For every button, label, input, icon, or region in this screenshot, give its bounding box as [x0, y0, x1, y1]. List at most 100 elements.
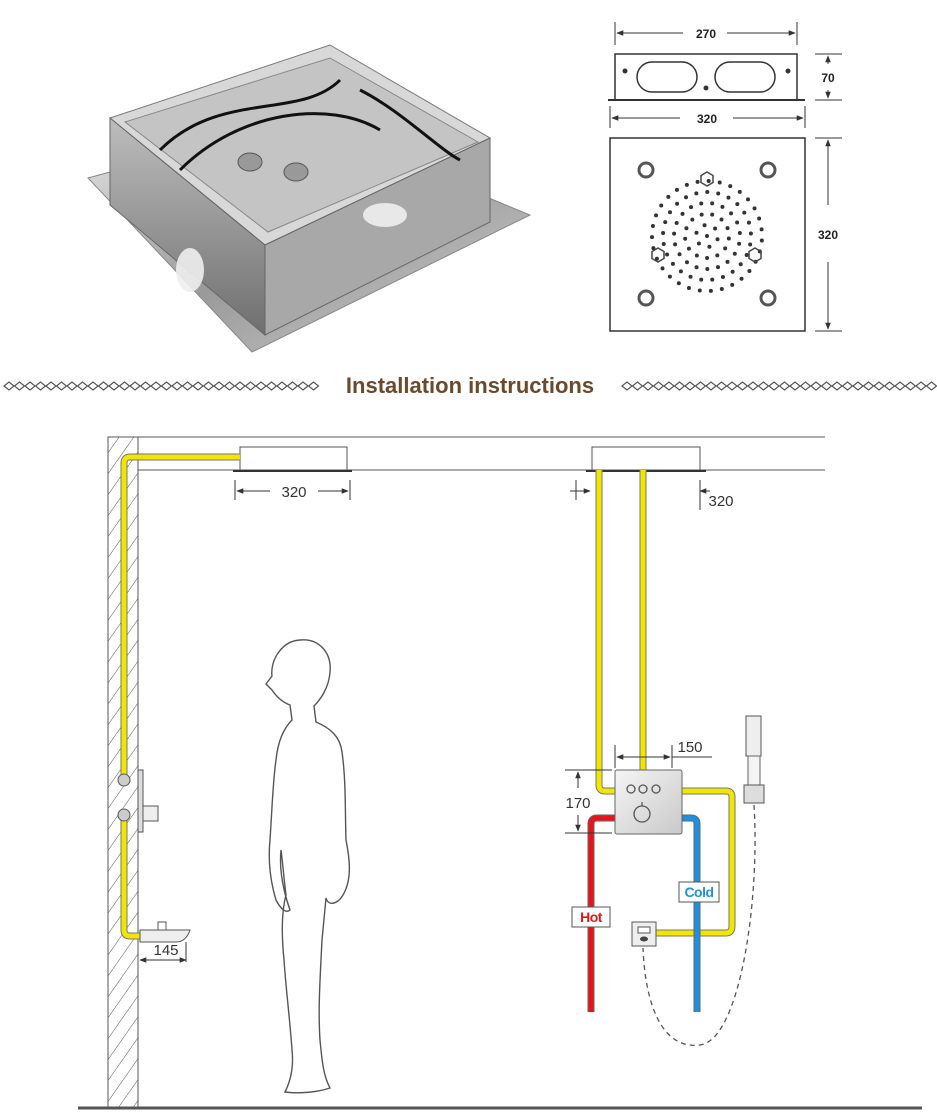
- diamond-ornament: [747, 381, 759, 391]
- cold-water-pipe: [682, 815, 700, 1012]
- diamond-ornament: [3, 381, 15, 391]
- nozzle-dot: [694, 265, 699, 270]
- nozzle-dot: [716, 265, 721, 270]
- diamond-ornament: [862, 381, 875, 391]
- nozzle-dot: [689, 205, 694, 210]
- diamond-divider-left: [3, 381, 320, 391]
- nozzle-dot: [742, 210, 747, 215]
- nozzle-dot: [684, 260, 689, 265]
- diamond-ornament: [705, 381, 717, 391]
- ceiling-shower-head: [239, 446, 348, 471]
- nozzle-dot: [694, 191, 699, 196]
- nozzle-dot: [732, 251, 737, 256]
- diamond-ornament: [894, 381, 906, 391]
- diamond-ornament: [820, 381, 833, 391]
- diamond-ornament: [34, 381, 47, 391]
- nozzle-dot: [737, 189, 742, 194]
- diamond-ornament: [192, 381, 204, 391]
- diamond-ornament: [684, 381, 696, 391]
- diamond-ornament: [139, 381, 152, 391]
- nozzle-dot: [705, 190, 710, 195]
- diamond-ornament: [108, 381, 120, 391]
- nozzle-dot: [690, 217, 695, 222]
- shower-hose: [642, 804, 756, 1046]
- diamond-ornament: [810, 381, 822, 391]
- cold-label-box: [678, 881, 720, 903]
- diamond-ornament: [286, 381, 299, 391]
- diamond-ornament: [255, 381, 267, 391]
- diamond-ornament: [129, 381, 141, 391]
- nozzle-dot: [744, 252, 749, 257]
- nozzle-dot: [696, 241, 701, 246]
- wall-outlet: [631, 921, 657, 947]
- nozzle-dot: [706, 179, 711, 184]
- diamond-ornament: [202, 381, 215, 391]
- diamond-ornament: [181, 381, 194, 391]
- nozzle-dot: [705, 255, 710, 260]
- pipe-fitting: [117, 808, 131, 822]
- diamond-ornament: [789, 381, 801, 391]
- diamond-ornament: [831, 381, 843, 391]
- nozzle-dot: [729, 211, 734, 216]
- diamond-ornament: [663, 381, 675, 391]
- nozzle-dot: [710, 212, 715, 217]
- nozzle-dot: [719, 217, 724, 222]
- nozzle-dot: [725, 226, 730, 231]
- room-structure: [78, 436, 922, 1110]
- product-photo-mounting-box: [87, 44, 532, 353]
- nozzle-dot: [673, 242, 678, 247]
- nozzle-dot: [654, 256, 659, 261]
- nozzle-dot: [719, 286, 724, 291]
- diamond-ornament: [673, 381, 686, 391]
- diamond-ornament: [297, 381, 309, 391]
- diamond-ornament: [244, 381, 257, 391]
- nozzle-dot: [683, 236, 688, 241]
- diamond-ornament: [76, 381, 89, 391]
- nozzle-dot: [699, 277, 704, 282]
- nozzle-dot: [667, 210, 672, 215]
- wall-mixer-plate: [137, 769, 144, 833]
- nozzle-dot: [650, 224, 655, 229]
- diamond-ornament: [925, 381, 937, 391]
- diamond-ornament: [883, 381, 896, 391]
- section-title: Installation instructions: [346, 373, 594, 398]
- diamond-ornament: [97, 381, 110, 391]
- diamond-ornament: [45, 381, 57, 391]
- nozzle-dot: [725, 259, 730, 264]
- nozzle-dot: [674, 221, 679, 226]
- nozzle-dot: [677, 252, 682, 257]
- nozzle-dot: [748, 231, 753, 236]
- wall-install: [117, 446, 352, 963]
- nozzle-dot: [660, 266, 665, 271]
- cold-label: Cold: [684, 884, 713, 900]
- diamond-ornament: [852, 381, 864, 391]
- plate-width-label: 320: [697, 112, 717, 126]
- nozzle-dot: [737, 230, 742, 235]
- ceiling-head-width-label: 320: [708, 493, 733, 510]
- nozzle-dot: [680, 211, 685, 216]
- nozzle-dot: [710, 277, 715, 282]
- pipe-to-outlet: [656, 788, 735, 936]
- diamond-ornament: [87, 381, 99, 391]
- hot-label-box: [571, 906, 611, 928]
- nozzle-dot: [699, 212, 704, 217]
- nozzle-dot: [708, 288, 713, 293]
- nozzle-dot: [713, 226, 718, 231]
- nozzle-dot: [720, 275, 725, 280]
- nozzle-dot: [738, 262, 743, 267]
- nozzle-dot: [686, 246, 691, 251]
- human-figure: [265, 639, 351, 1094]
- hot-label: Hot: [580, 909, 603, 925]
- nozzle-dot: [739, 276, 744, 281]
- nozzle-dot: [674, 187, 679, 192]
- nozzle-dot: [684, 182, 689, 187]
- nozzle-dot: [759, 238, 764, 243]
- dimension-drawing: [608, 22, 842, 332]
- frame-height-label: 70: [821, 71, 835, 85]
- diamond-ornament: [160, 381, 173, 391]
- pipe-wall-lower: [121, 820, 142, 939]
- nozzle-dot: [665, 252, 670, 257]
- spout-projection-label: 145: [153, 942, 178, 959]
- nozzle-dot: [746, 197, 751, 202]
